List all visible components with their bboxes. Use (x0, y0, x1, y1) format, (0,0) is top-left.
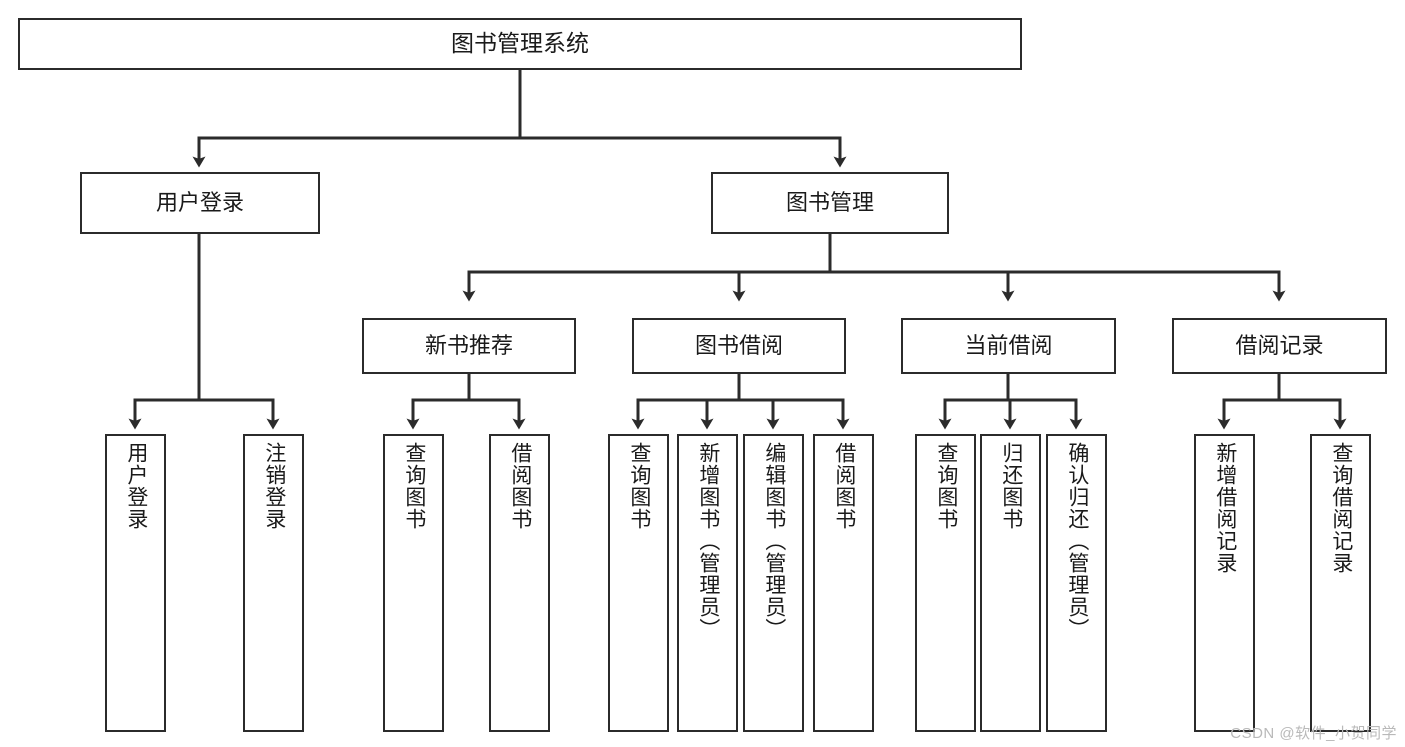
node-leaf-edit-book-admin[interactable]: 编辑图书（管理员） (743, 434, 804, 732)
node-label: 编辑图书（管理员） (762, 442, 786, 640)
node-label: 确认归还（管理员） (1065, 442, 1089, 640)
node-borrow-records[interactable]: 借阅记录 (1172, 318, 1387, 374)
node-leaf-logout[interactable]: 注销登录 (243, 434, 304, 732)
node-label: 借阅记录 (1235, 332, 1324, 358)
node-label: 查询借阅记录 (1329, 442, 1353, 574)
node-leaf-borrow-book-new[interactable]: 借阅图书 (489, 434, 550, 732)
node-label: 图书管理 (785, 189, 874, 215)
node-current-borrow[interactable]: 当前借阅 (901, 318, 1116, 374)
node-root-system[interactable]: 图书管理系统 (18, 18, 1022, 70)
node-leaf-borrow-book[interactable]: 借阅图书 (813, 434, 874, 732)
node-label: 图书借阅 (694, 332, 783, 358)
node-label: 当前借阅 (964, 332, 1053, 358)
node-label: 查询图书 (402, 442, 426, 530)
node-label: 用户登录 (124, 442, 148, 530)
node-leaf-add-borrow-record[interactable]: 新增借阅记录 (1194, 434, 1255, 732)
node-label: 图书管理系统 (451, 30, 589, 57)
node-label: 新书推荐 (424, 332, 513, 358)
node-leaf-query-book-current[interactable]: 查询图书 (915, 434, 976, 732)
node-leaf-query-borrow-record[interactable]: 查询借阅记录 (1310, 434, 1371, 732)
node-label: 用户登录 (155, 189, 244, 215)
node-book-management[interactable]: 图书管理 (711, 172, 949, 234)
node-label: 查询图书 (934, 442, 958, 530)
node-book-borrow[interactable]: 图书借阅 (632, 318, 846, 374)
node-leaf-user-login[interactable]: 用户登录 (105, 434, 166, 732)
node-label: 归还图书 (999, 442, 1023, 530)
node-leaf-query-book-borrow[interactable]: 查询图书 (608, 434, 669, 732)
node-user-login[interactable]: 用户登录 (80, 172, 320, 234)
node-label: 注销登录 (262, 442, 286, 530)
node-leaf-add-book-admin[interactable]: 新增图书（管理员） (677, 434, 738, 732)
node-leaf-query-book-new[interactable]: 查询图书 (383, 434, 444, 732)
node-label: 新增图书（管理员） (696, 442, 720, 640)
node-label: 查询图书 (627, 442, 651, 530)
node-leaf-return-book[interactable]: 归还图书 (980, 434, 1041, 732)
node-new-book-recommend[interactable]: 新书推荐 (362, 318, 576, 374)
node-label: 借阅图书 (832, 442, 856, 530)
node-label: 新增借阅记录 (1213, 442, 1237, 574)
node-label: 借阅图书 (508, 442, 532, 530)
node-leaf-confirm-return-admin[interactable]: 确认归还（管理员） (1046, 434, 1107, 732)
